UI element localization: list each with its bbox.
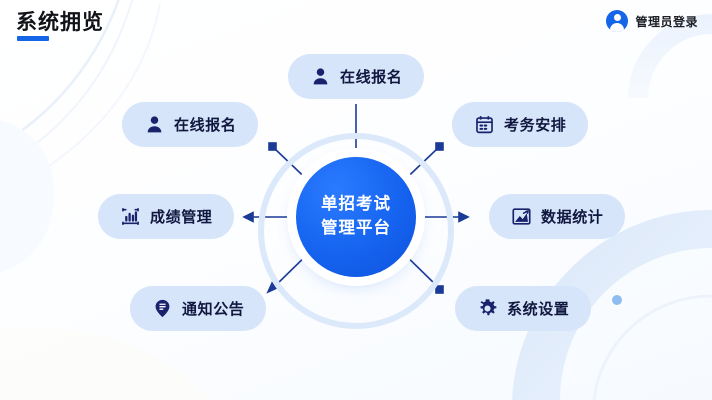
node-label: 在线报名 xyxy=(174,117,237,134)
node-notice-announcement[interactable]: 通知公告 xyxy=(130,286,267,331)
node-label: 成绩管理 xyxy=(150,209,213,226)
hub-outer-ring xyxy=(258,133,454,329)
user-avatar-icon xyxy=(606,10,629,32)
decor-dot-right xyxy=(612,295,622,305)
node-online-registration-left[interactable]: 在线报名 xyxy=(122,102,259,147)
decor-arc-bottom-right-thin xyxy=(592,294,712,400)
node-label: 考务安排 xyxy=(504,117,567,134)
hub-title-line-2: 管理平台 xyxy=(321,219,391,237)
hub-title-line-1: 单招考试 xyxy=(321,195,391,214)
node-system-settings[interactable]: 系统设置 xyxy=(455,286,592,331)
title-underline xyxy=(17,36,49,41)
admin-login-label: 管理员登录 xyxy=(635,14,698,29)
admin-login-button[interactable]: 管理员登录 xyxy=(606,10,698,32)
node-label: 在线报名 xyxy=(340,69,403,86)
image-chart-icon xyxy=(511,206,532,227)
gear-icon xyxy=(477,298,498,319)
node-score-management[interactable]: 成绩管理 xyxy=(98,194,235,239)
user-icon xyxy=(144,114,165,135)
decor-wash-bottom-left xyxy=(0,327,210,400)
connector-endpoint-upper-left xyxy=(268,142,277,151)
node-online-registration-top[interactable]: 在线报名 xyxy=(288,54,425,99)
node-label: 数据统计 xyxy=(541,209,604,226)
map-pin-icon xyxy=(152,298,173,319)
node-exam-arrangement[interactable]: 考务安排 xyxy=(452,102,589,147)
connector-endpoint-lower-right xyxy=(435,285,444,294)
page-title: 系统拥览 xyxy=(16,11,104,34)
hub-center-platform[interactable]: 单招考试 管理平台 xyxy=(296,157,416,277)
node-label: 通知公告 xyxy=(182,301,245,318)
node-label: 系统设置 xyxy=(507,301,570,318)
user-icon xyxy=(310,66,331,87)
connector-arrow-left xyxy=(242,211,254,223)
connector-arrow-right xyxy=(458,211,470,223)
connector-endpoint-upper-right xyxy=(435,142,444,151)
calendar-icon xyxy=(474,114,495,135)
decor-blob-left xyxy=(0,120,54,273)
node-data-statistics[interactable]: 数据统计 xyxy=(489,194,626,239)
bar-chart-icon xyxy=(120,206,141,227)
